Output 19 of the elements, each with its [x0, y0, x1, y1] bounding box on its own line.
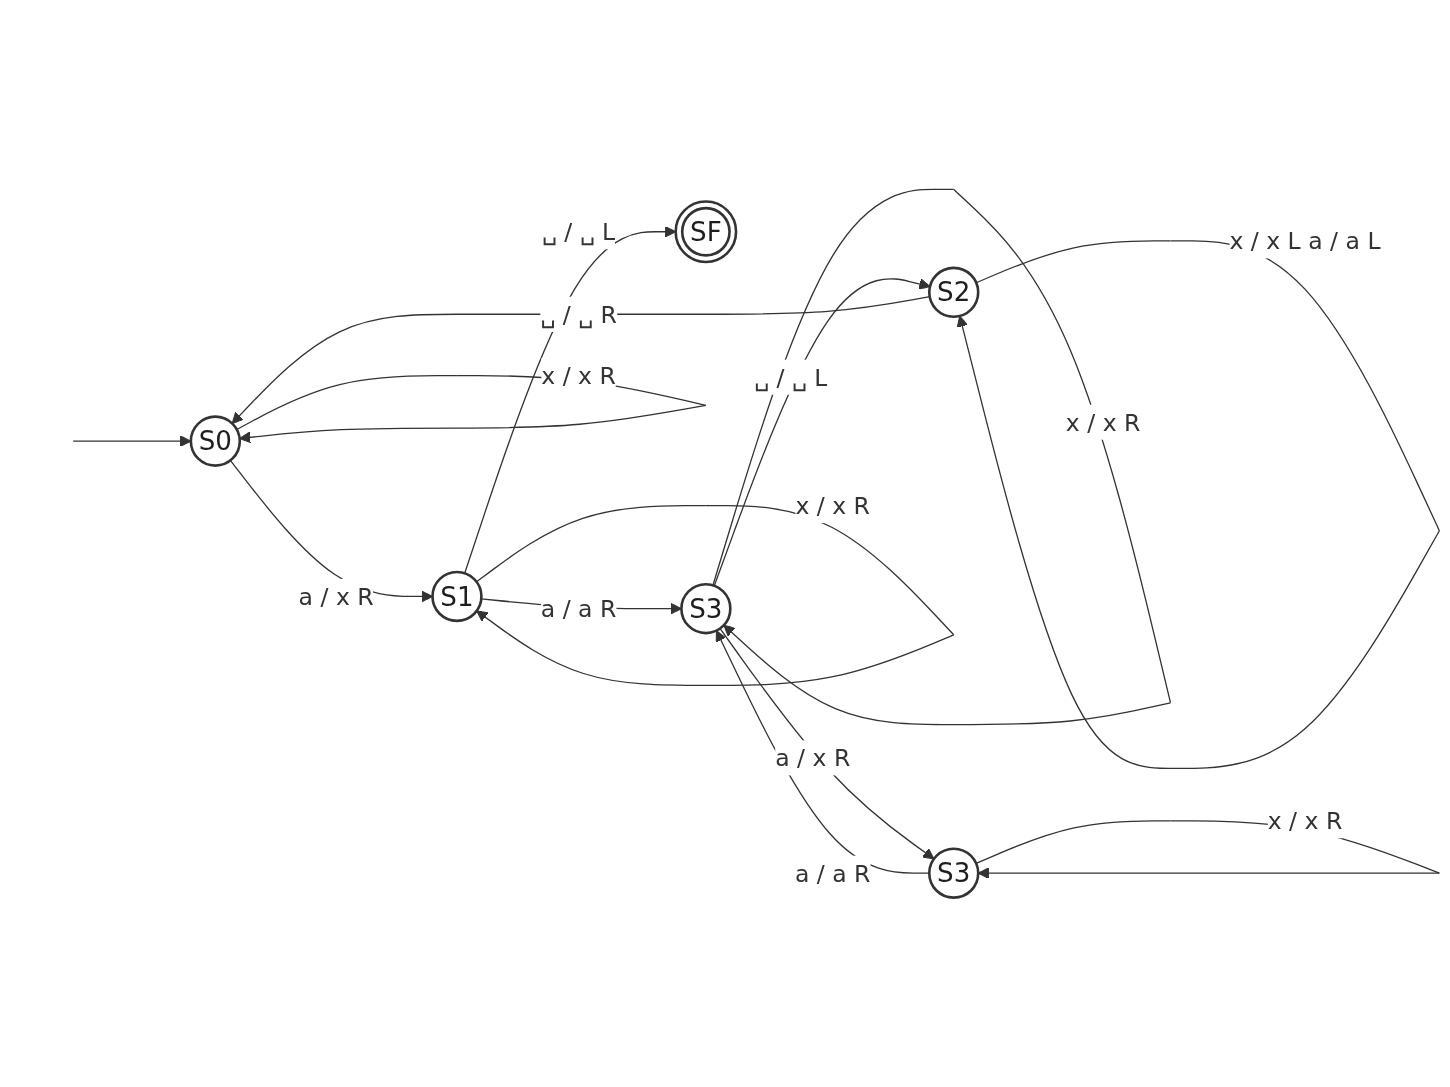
state-circle: S3: [927, 847, 980, 899]
edge-label: a / a R: [794, 859, 871, 887]
edge-label: x / x R: [795, 491, 870, 520]
state-circle: S3: [680, 582, 732, 635]
edge-label: x / x R: [1267, 807, 1343, 835]
arrow: [72, 435, 192, 447]
state-circle: S2: [927, 266, 980, 319]
edge-label: x / x R: [541, 361, 616, 390]
accept-state-double-circle: SF: [674, 200, 738, 264]
edge-label: a / x R: [775, 744, 851, 772]
edge-label: x / x R: [1065, 408, 1141, 436]
edge-label: ␣ / ␣ L: [754, 363, 828, 391]
state-circle: S1: [431, 570, 483, 623]
edge-label: ␣ / ␣ R: [540, 300, 617, 328]
edge-label: x / x L a / a L: [1229, 227, 1381, 255]
edge-label: ␣ / ␣ L: [541, 218, 616, 246]
state-circle: S0: [189, 415, 242, 467]
edge-label: a / x R: [298, 582, 374, 611]
edge-label: a / a R: [540, 594, 617, 623]
